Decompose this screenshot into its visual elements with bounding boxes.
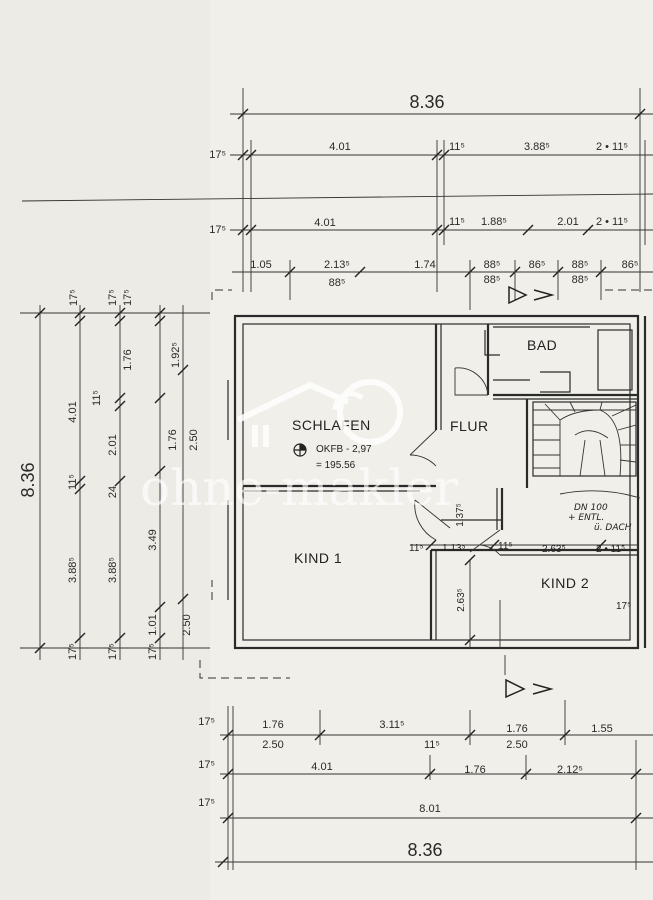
top-row2-dim-1: 17⁵ (209, 224, 226, 236)
bottom-overall-dim: 8.36 (407, 840, 442, 860)
top-row3b-dim-3: 88⁵ (572, 274, 589, 286)
bottom-row2-dim-1: 17⁵ (198, 759, 215, 771)
room-label-bad: BAD (527, 337, 557, 353)
left-col1-dim-3: 11⁵ (67, 474, 79, 490)
watermark-logo: ohne-makler (140, 379, 458, 517)
kind2-dim-d: 2.63⁵ (542, 544, 566, 555)
top-dimension-chains: 8.36 17⁵ 4.01 11⁵ 3.88⁵ 2 • 11⁵ 17⁵ 4.01… (21, 88, 653, 310)
room-label-kind1: KIND 1 (294, 550, 342, 566)
room-label-flur: FLUR (450, 418, 489, 434)
left-col1-dim-4: 3.88⁵ (67, 557, 79, 583)
left-col3-dim-4: 3.49 (147, 529, 159, 550)
left-col3-dim-1: 17⁵ (122, 289, 134, 306)
level-marker-icon (293, 443, 307, 457)
left-col3-dim-3: 1.76 (167, 429, 179, 450)
left-col4-dim-3: 2.50 (181, 614, 193, 635)
section-marker-top (508, 285, 555, 305)
left-col2-dim-6: 17⁵ (107, 643, 119, 660)
top-row3b-dim-1: 88⁵ (329, 277, 346, 289)
bottom-row2-dim-4: 2.12⁵ (557, 764, 583, 776)
left-col1-dim-5: 17⁵ (67, 643, 79, 660)
top-row1-dim-3: 11⁵ (449, 141, 465, 153)
section-marker-bottom (504, 655, 554, 699)
left-dimension-chains: 8.36 17⁵ 4.01 11⁵ 3.88⁵ 17⁵ 17⁵ 11⁵ 2.01… (18, 289, 290, 679)
note-line-1: DN 100 (574, 503, 608, 513)
bottom-row2-dim-3: 1.76 (464, 764, 485, 776)
note-line-2: + ENTL. (568, 513, 604, 523)
kind2-dim-c: 11⁵ (498, 541, 513, 552)
bottom-row1-dim-3: 3.11⁵ (379, 719, 404, 731)
left-col1-dim-2: 4.01 (67, 401, 79, 422)
top-row2-dim-4: 1.88⁵ (481, 216, 507, 228)
top-row3-dim-3: 1.74 (414, 259, 435, 271)
top-row3-dim-5: 86⁵ (529, 259, 546, 271)
kind2-height-dim: 2.63⁵ (456, 588, 467, 612)
watermark-text: ohne-makler (140, 459, 458, 517)
top-row3-dim-4: 88⁵ (484, 259, 501, 271)
bottom-row3-dim-2: 8.01 (419, 803, 440, 815)
paper-shade-left (0, 0, 210, 900)
kind2-dim-e: 2 • 11⁵ (596, 544, 625, 555)
left-col4-dim-2: 2.50 (188, 429, 200, 450)
bottom-row3-dim-1: 17⁵ (198, 797, 215, 809)
left-col2-dim-5: 3.88⁵ (107, 557, 119, 583)
left-col2-dim-1: 17⁵ (107, 289, 119, 306)
left-col2-dim-2: 11⁵ (91, 390, 103, 406)
flur-height-dim: 1.37⁵ (455, 503, 466, 527)
top-row3b-dim-2: 88⁵ (484, 274, 501, 286)
left-col2-dim-4: 24 (107, 486, 119, 498)
note-line-3: ü. DACH (594, 523, 632, 533)
room-label-schlafen: SCHLAFEN (292, 417, 371, 433)
kind2-dim-b: 1.13⁵ (442, 543, 466, 554)
top-row1-dim-2: 4.01 (329, 141, 350, 153)
bottom-row1-dim-5: 1.55 (591, 723, 612, 735)
top-row3-dim-7: 86⁵ (622, 259, 639, 271)
staircase (532, 401, 637, 477)
bottom-row1b-dim-1: 2.50 (262, 739, 283, 751)
room-label-kind2: KIND 2 (541, 575, 589, 591)
top-row2-dim-6: 2 • 11⁵ (596, 216, 628, 228)
top-row3-dim-2: 2.13⁵ (324, 259, 350, 271)
bottom-row1-dim-1: 17⁵ (198, 716, 215, 728)
kind2-dim-a: 11⁵ (409, 543, 424, 554)
top-overall-dim: 8.36 (409, 92, 444, 112)
bottom-row1-dim-2: 1.76 (262, 719, 283, 731)
bottom-row1b-dim-2: 11⁵ (424, 739, 440, 751)
doors (409, 367, 502, 556)
left-col1-dim-1: 17⁵ (68, 289, 80, 306)
left-col4-dim-1: 1.92⁵ (170, 342, 182, 368)
top-row1-dim-5: 2 • 11⁵ (596, 141, 628, 153)
level-okff: OKFB - 2,97 (316, 444, 372, 455)
handwritten-note: DN 100 + ENTL. ü. DACH (559, 490, 641, 533)
left-overall-dim: 8.36 (18, 462, 38, 497)
bottom-row2-dim-2: 4.01 (311, 761, 332, 773)
level-okff-value: = 195.56 (316, 460, 356, 471)
left-col3-dim-2: 1.76 (122, 349, 134, 370)
bottom-row1-dim-4: 1.76 (506, 723, 527, 735)
top-row2-dim-3: 11⁵ (449, 216, 465, 228)
top-row1-dim-1: 17⁵ (209, 149, 226, 161)
bottom-row1b-dim-3: 2.50 (506, 739, 527, 751)
top-row1-dim-4: 3.88⁵ (524, 141, 550, 153)
top-row3-dim-1: 1.05 (250, 259, 271, 271)
kind2-right-dim: 17⁵ (616, 601, 631, 612)
bottom-dimension-chains: 17⁵ 1.76 3.11⁵ 1.76 1.55 2.50 11⁵ 2.50 1… (198, 700, 653, 870)
left-col2-dim-3: 2.01 (107, 434, 119, 455)
left-col3-dim-6: 17⁵ (147, 643, 159, 660)
walls (233, 314, 647, 650)
top-row2-dim-5: 2.01 (557, 216, 578, 228)
top-row2-dim-2: 4.01 (314, 217, 335, 229)
top-row3-dim-6: 88⁵ (572, 259, 589, 271)
left-col3-dim-5: 1.01 (147, 614, 159, 635)
